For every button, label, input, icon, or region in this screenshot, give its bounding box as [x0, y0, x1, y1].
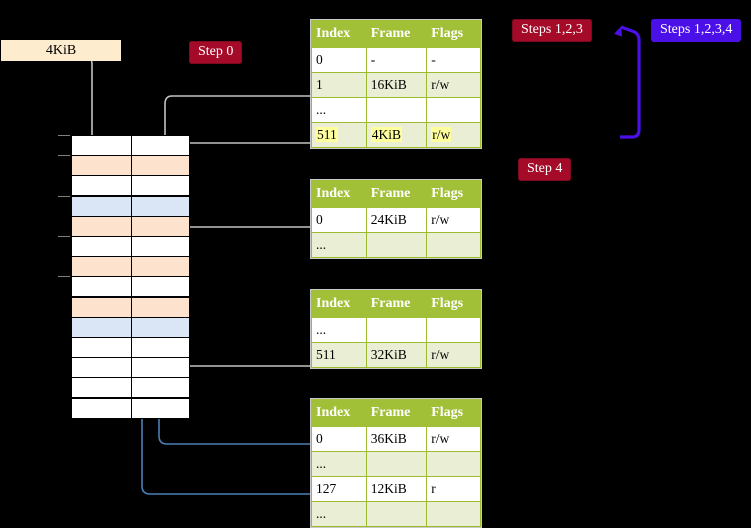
cell-index: 511: [311, 342, 367, 368]
column-header-flags: Flags: [426, 399, 481, 427]
column-header-frame: Frame: [365, 399, 428, 427]
table-row[interactable]: ...: [311, 232, 481, 258]
cell-frame: 32KiB: [365, 342, 428, 368]
column-header-flags: Flags: [426, 180, 481, 208]
cell-frame: [365, 317, 428, 343]
cell-frame: [365, 232, 428, 258]
cell-frame: 36KiB: [365, 426, 428, 452]
step-0-badge: Step 0: [189, 41, 243, 64]
column-header-index: Index: [311, 290, 367, 318]
steps-123-badge: Steps 1,2,3: [512, 19, 592, 42]
table-row[interactable]: ...: [311, 501, 481, 527]
table-row[interactable]: ...: [311, 317, 481, 343]
cell-frame: [365, 501, 428, 527]
column-header-index: Index: [311, 20, 367, 48]
cell-flags: r/w: [426, 72, 481, 98]
table-row[interactable]: ...: [311, 97, 481, 123]
column-header-frame: Frame: [365, 20, 428, 48]
cell-index: ...: [311, 317, 367, 343]
cell-flags: r: [426, 476, 481, 502]
connector-steps-loop: [614, 25, 641, 139]
memory-frame-row[interactable]: [71, 397, 190, 419]
cell-frame: 24KiB: [365, 207, 428, 233]
cell-flags: [426, 97, 481, 123]
steps-1234-badge: Steps 1,2,3,4: [651, 19, 742, 42]
table-row[interactable]: ...: [311, 451, 481, 477]
cell-flags: [426, 501, 481, 527]
column-header-index: Index: [311, 180, 367, 208]
connector-pdpt-row0: [177, 226, 311, 269]
cell-index: 511: [311, 122, 367, 148]
cell-index: 127: [311, 476, 367, 502]
table-row[interactable]: 0--: [311, 47, 481, 73]
step-4-badge: Step 4: [518, 158, 572, 181]
highlighted-value: r/w: [431, 127, 452, 142]
column-header-flags: Flags: [426, 20, 481, 48]
cell-flags: -: [426, 47, 481, 73]
cell-frame: -: [365, 47, 428, 73]
memory-size-label: 4KiB: [1, 40, 121, 61]
cell-frame: [365, 97, 428, 123]
memory-frame-tick: [58, 155, 70, 157]
cell-flags: r/w: [426, 342, 481, 368]
highlighted-value: 4KiB: [370, 127, 402, 142]
cell-index: 0: [311, 207, 367, 233]
memory-frame-tick: [58, 135, 70, 136]
physical-memory-grid: [58, 135, 190, 419]
table-row[interactable]: 511 4KiB r/w: [311, 122, 481, 148]
cell-index: 0: [311, 426, 367, 452]
column-header-frame: Frame: [365, 290, 428, 318]
column-header-flags: Flags: [426, 290, 481, 318]
connector-pd-row511: [176, 312, 311, 367]
cell-frame: [365, 451, 428, 477]
highlighted-value: 511: [316, 127, 338, 142]
cell-index: 0: [311, 47, 367, 73]
memory-frame-tick: [58, 195, 70, 197]
cell-index: 1: [311, 72, 367, 98]
cell-frame: 4KiB: [365, 122, 428, 148]
cell-flags: [426, 317, 481, 343]
cell-index: ...: [311, 451, 367, 477]
memory-grid-divider: [131, 135, 132, 418]
column-header-frame: Frame: [365, 180, 428, 208]
cell-flags: [426, 451, 481, 477]
memory-frame-tick: [58, 276, 70, 278]
column-header-index: Index: [311, 399, 367, 427]
cell-index: ...: [311, 97, 367, 123]
cell-index: ...: [311, 501, 367, 527]
cell-flags: r/w: [426, 426, 481, 452]
cell-flags: r/w: [426, 207, 481, 233]
cell-frame: 16KiB: [365, 72, 428, 98]
cell-frame: 12KiB: [365, 476, 428, 502]
memory-frame-tick: [58, 236, 70, 237]
cell-flags: [426, 232, 481, 258]
cell-flags: r/w: [426, 122, 481, 148]
cell-index: ...: [311, 232, 367, 258]
